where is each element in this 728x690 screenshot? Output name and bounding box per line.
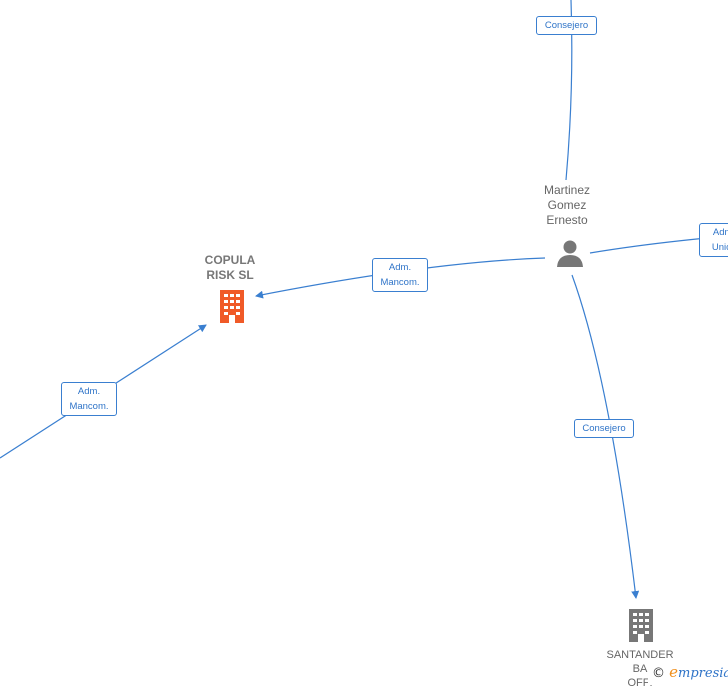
company-santander-name[interactable]: SANTANDER BA OFFI — [606, 649, 674, 689]
edge-person-santander — [571, 274, 640, 599]
company-copula-name[interactable]: COPULA RISK SL — [204, 253, 256, 282]
brand-name: mpresia — [678, 666, 728, 681]
edge-label-person-santander[interactable]: Consejero — [574, 419, 634, 438]
edge-label-right[interactable]: Adm. Unico — [699, 223, 728, 257]
person-name[interactable]: Martinez Gomez Ernesto — [543, 183, 590, 227]
edge-label-top[interactable]: Consejero — [536, 16, 597, 35]
copyright-symbol: © — [652, 666, 665, 681]
building-icon[interactable] — [626, 608, 656, 643]
building-icon[interactable] — [217, 289, 247, 324]
empresia-logo: © empresia — [648, 659, 728, 685]
edge-label-person-copula[interactable]: Adm. Mancom. — [372, 258, 428, 292]
person-icon[interactable] — [555, 238, 585, 268]
edge-label-left[interactable]: Adm. Mancom. — [61, 382, 117, 416]
brand-initial: e — [669, 663, 679, 681]
